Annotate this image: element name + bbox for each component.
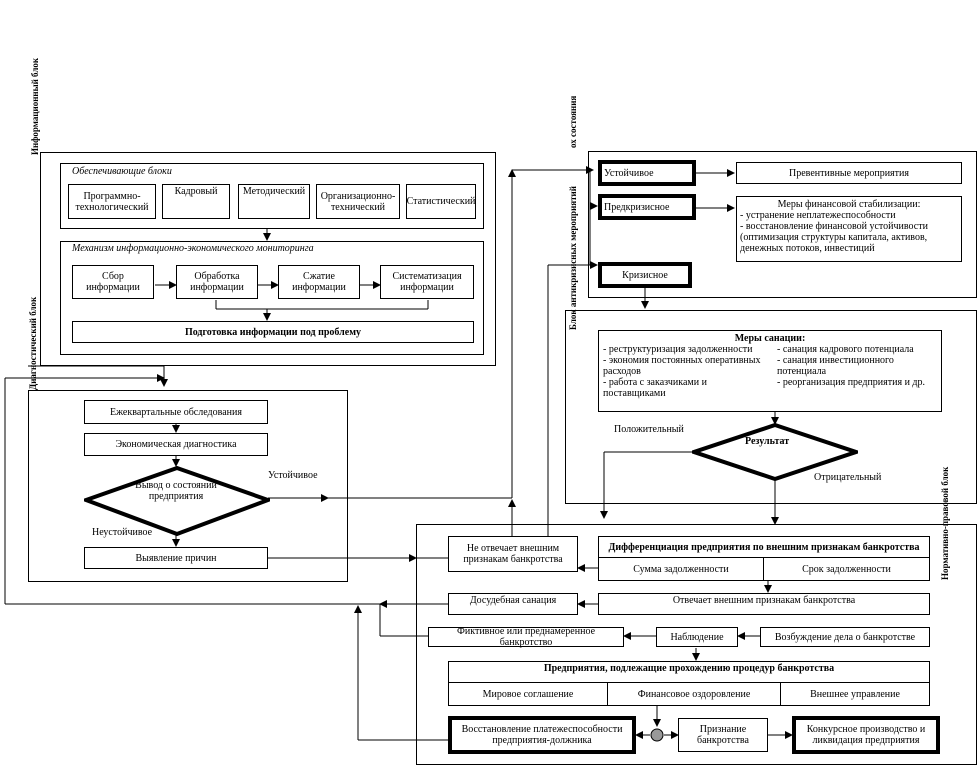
label-info-block: Информационный блок xyxy=(30,57,40,155)
identify-causes: Выявление причин xyxy=(84,547,268,569)
stable-branch-label: Устойчивое xyxy=(268,470,318,481)
step-collection: Сбор информации xyxy=(72,265,154,299)
monitoring-frame xyxy=(60,241,484,355)
unstable-branch-label: Неустойчивое xyxy=(92,527,153,538)
stabilization-title: Меры финансовой стабилизации: xyxy=(777,199,921,210)
support-block-software: Программно-технологический xyxy=(68,184,156,219)
sanation-measures: Меры санации: - реструктуризация задолже… xyxy=(598,330,942,412)
diag-block-frame xyxy=(28,390,348,582)
sanation-right-item: - реорганизация предприятия и др. xyxy=(777,377,926,388)
procedure-amicable-agreement: Мировое соглашение xyxy=(448,682,608,706)
economic-diagnostics: Экономическая диагностика xyxy=(84,433,268,456)
support-blocks-title: Обеспечивающие блоки xyxy=(72,166,172,177)
state-stable: Устойчивое xyxy=(598,160,696,186)
sanation-right-item: - санация кадрового потенциала xyxy=(777,344,914,355)
result-label: Результат xyxy=(745,436,790,447)
pretrial-sanation: Досудебная санация xyxy=(448,593,578,615)
bankruptcy-recognition: Признание банкротства xyxy=(678,718,768,752)
not-matching-bankruptcy: Не отвечает внешним признакам банкротств… xyxy=(448,536,578,572)
fictitious-bankruptcy: Фиктивное или преднамеренное банкротство xyxy=(428,626,624,648)
stabilization-item: - восстановление финансовой устойчивости… xyxy=(740,221,928,254)
support-blocks-frame xyxy=(60,163,484,229)
matches-bankruptcy: Отвечает внешним признакам банкротства xyxy=(598,593,930,615)
step-compression: Сжатие информации xyxy=(278,265,360,299)
label-diag-block: Диагностический блок xyxy=(28,296,38,390)
stabilization-measures: Меры финансовой стабилизации: - устранен… xyxy=(736,196,962,262)
support-block-personnel: Кадровый xyxy=(162,184,230,219)
support-block-methodical: Методический xyxy=(238,184,310,219)
state-crisis: Кризисное xyxy=(598,262,692,288)
label-status-suffix: ох состояния xyxy=(568,95,578,148)
quarterly-surveys: Ежеквартальные обследования xyxy=(84,400,268,424)
sanation-left-item: - реструктуризация задолженности xyxy=(603,344,753,355)
result-diamond xyxy=(692,423,858,481)
bankruptcy-case-initiation: Возбуждение дела о банкротстве xyxy=(760,627,930,647)
procedures-title: Предприятия, подлежащие прохождению проц… xyxy=(448,661,930,683)
state-precrisis: Предкризисное xyxy=(598,194,696,220)
positive-branch-label: Положительный xyxy=(614,424,684,435)
differentiation-title: Дифференциация предприятия по внешним пр… xyxy=(598,536,930,558)
stabilization-item: - устранение неплатежеспособности xyxy=(740,210,896,221)
liquidation: Конкурсное производство и ликвидация пре… xyxy=(792,716,940,754)
label-anticrisis-block: Блок антикризисных мероприятий xyxy=(568,186,578,330)
debt-term: Срок задолженности xyxy=(763,557,930,581)
junction-node xyxy=(650,728,664,742)
sanation-left-item: - работа с заказчиками и поставщиками xyxy=(603,377,707,399)
procedure-financial-recovery: Финансовое оздоровление xyxy=(607,682,781,706)
sanation-left-item: - экономия постоянных оперативных расход… xyxy=(603,355,761,377)
observation: Наблюдение xyxy=(656,627,738,647)
sanation-right-item: - санация инвестиционного потенциала xyxy=(777,355,894,377)
conclusion-label: Вывод о состоянии предприятия xyxy=(135,480,217,502)
support-block-statistical: Статистический xyxy=(406,184,476,219)
preventive-measures: Превентивные мероприятия xyxy=(736,162,962,184)
debt-sum: Сумма задолженности xyxy=(598,557,764,581)
negative-branch-label: Отрицательный xyxy=(814,472,882,483)
prepare-information: Подготовка информации под проблему xyxy=(72,321,474,343)
monitoring-title: Механизм информационно-экономического мо… xyxy=(72,243,314,254)
solvency-restoration: Восстановление платежеспособности предпр… xyxy=(448,716,636,754)
step-processing: Обработка информации xyxy=(176,265,258,299)
info-block-frame xyxy=(40,152,496,366)
sanation-title: Меры санации: xyxy=(734,333,806,344)
procedure-external-management: Внешнее управление xyxy=(780,682,930,706)
conclusion-diamond xyxy=(84,466,270,536)
step-systematization: Систематизация информации xyxy=(380,265,474,299)
support-block-organizational: Организационно-технический xyxy=(316,184,400,219)
